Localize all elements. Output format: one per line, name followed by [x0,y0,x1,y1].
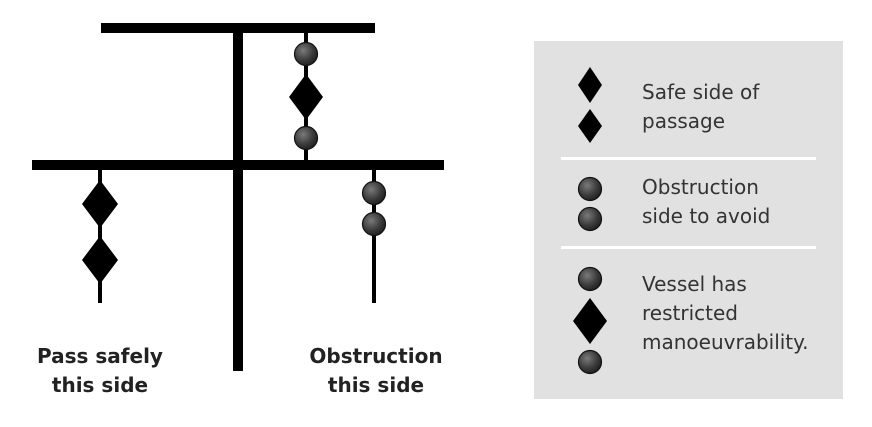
legend-item-restricted: Vessel has restricted manoeuvrability. [642,270,809,357]
legend-item-restricted-line-1: Vessel has [642,272,747,296]
caption-pass-safely: Pass safely this side [20,342,180,400]
caption-obstruction: Obstruction this side [296,342,456,400]
mast [233,26,243,371]
legend-item-safe-side-line-2: passage [642,109,726,133]
legend-item-restricted-line-3: manoeuvrability. [642,330,809,354]
legend-safe-upper-diamond-icon [578,67,602,103]
legend-item-obstruction-line-2: side to avoid [642,204,771,228]
legend-restricted-diamond-icon [573,298,607,344]
legend-divider-1 [561,157,816,160]
legend-restricted-lower-ball-icon [577,349,603,375]
left-hoist-upper-diamond [82,180,118,228]
legend-item-safe-side-line-1: Safe side of [642,80,760,104]
legend-icons [573,67,607,375]
right-hoist-upper-ball [361,180,387,206]
legend-item-safe-side: Safe side of passage [642,78,759,136]
legend-restricted-upper-ball-icon [577,266,603,292]
legend-safe-lower-diamond-icon [578,109,602,143]
caption-pass-safely-line-1: Pass safely [37,344,163,368]
top-yard [101,23,375,33]
right-hoist-lower-ball [361,211,387,237]
legend-item-obstruction-line-1: Obstruction [642,175,759,199]
top-hoist-diamond [289,74,323,120]
legend-divider-2 [561,246,816,249]
right-hoist-line [372,170,376,303]
left-hoist-lower-diamond [82,236,118,284]
legend-obstruction-lower-ball-icon [577,206,603,232]
top-hoist-lower-ball [293,125,319,151]
lower-yard [32,160,444,170]
legend-panel: Safe side of passage Obstruction side to… [534,41,843,399]
caption-pass-safely-line-2: this side [51,373,149,397]
top-hoist-upper-ball [293,41,319,67]
legend-item-obstruction: Obstruction side to avoid [642,173,770,231]
legend-item-restricted-line-2: restricted [642,301,738,325]
legend-obstruction-upper-ball-icon [577,176,603,202]
caption-obstruction-line-2: this side [327,373,425,397]
caption-obstruction-line-1: Obstruction [309,344,443,368]
